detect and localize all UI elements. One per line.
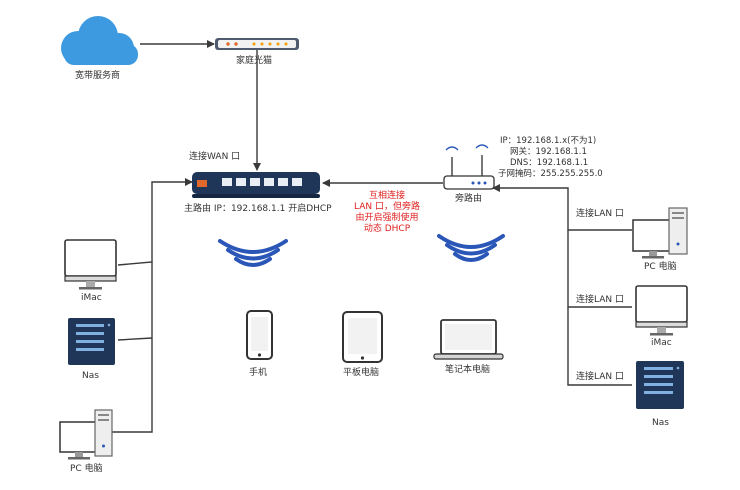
- cloud-icon: [61, 16, 138, 65]
- isp-label: 宽带服务商: [75, 71, 121, 81]
- left-pc-label: PC 电脑: [70, 464, 103, 474]
- side-router-ip: IP：192.168.1.x(不为1): [500, 136, 597, 146]
- main-router-label: 主路由 IP：192.168.1.1 开启DHCP: [184, 204, 332, 214]
- imac-icon: [635, 285, 688, 336]
- side-router-info: IP：192.168.1.x(不为1) 网关：192.168.1.1 DNS：1…: [498, 136, 603, 180]
- modem-icon: [215, 38, 299, 50]
- side-router-label: 旁路由: [455, 194, 483, 204]
- lan-port-label: 连接LAN 口: [576, 295, 624, 305]
- imac-icon: [64, 239, 117, 290]
- interconnect-note: 互相连接 LAN 口，但旁路 由开启强制使用 动态 DHCP: [340, 191, 434, 235]
- right-nas-label: Nas: [652, 418, 669, 428]
- connection-lines: [112, 40, 632, 433]
- left-imac-label: iMac: [81, 293, 102, 303]
- nas-icon: [68, 318, 115, 365]
- tablet-icon: [342, 311, 383, 363]
- interconnect-note-line: 互相连接: [368, 191, 405, 201]
- left-nas-label: Nas: [82, 371, 99, 381]
- pc-icon: [632, 207, 688, 259]
- laptop-label: 笔记本电脑: [445, 365, 491, 375]
- interconnect-note-line: 动态 DHCP: [363, 224, 411, 234]
- modem-label: 家庭光猫: [236, 56, 273, 66]
- wan-port-label: 连接WAN 口: [189, 152, 241, 162]
- main-router-icon: [192, 172, 320, 198]
- tablet-label: 平板电脑: [343, 368, 380, 378]
- nas-icon: [636, 361, 684, 409]
- wifi-icon: [218, 239, 288, 267]
- side-router-dns: DNS：192.168.1.1: [510, 158, 589, 168]
- wifi-icon: [437, 234, 505, 262]
- pc-icon: [59, 409, 113, 460]
- laptop-icon: [433, 319, 504, 360]
- lan-port-label: 连接LAN 口: [576, 372, 624, 382]
- right-imac-label: iMac: [651, 338, 672, 348]
- side-router-mask: 子网掩码：255.255.255.0: [498, 169, 603, 179]
- side-router-gateway: 网关：192.168.1.1: [510, 147, 587, 157]
- side-router-icon: [443, 144, 495, 190]
- right-pc-label: PC 电脑: [644, 262, 677, 272]
- interconnect-note-line: 由开启强制使用: [355, 213, 419, 223]
- interconnect-note-line: LAN 口，但旁路: [354, 202, 420, 212]
- lan-port-label: 连接LAN 口: [576, 209, 624, 219]
- phone-icon: [246, 310, 273, 360]
- phone-label: 手机: [249, 368, 268, 378]
